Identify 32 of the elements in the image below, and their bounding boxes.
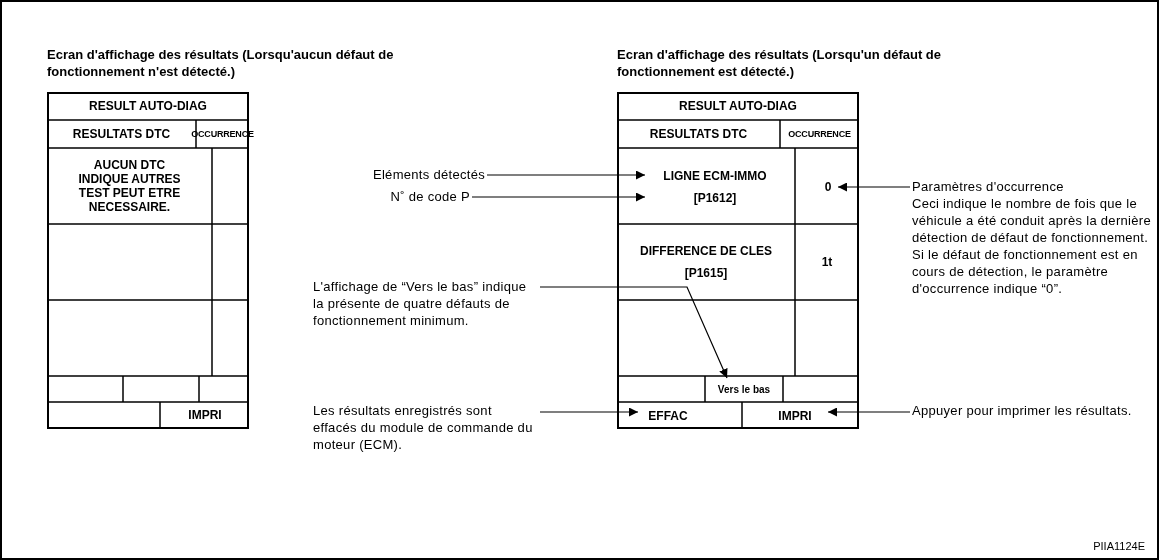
screen-text: 0	[824, 180, 832, 194]
leader-line	[827, 407, 911, 417]
screen-text: IMPRI	[188, 408, 222, 422]
callout-heading: Paramètres d'occurrence	[912, 178, 1065, 195]
screen-text: OCCURRENCE	[788, 128, 851, 141]
leader-line	[837, 182, 911, 192]
screen-text: RESULT AUTO-DIAG	[679, 99, 797, 113]
callout-text: N˚ de code P	[389, 188, 470, 205]
screen-text: DIFFERENCE DE CLES	[640, 244, 772, 258]
screen-text: [P1612]	[693, 191, 737, 205]
leader-line	[539, 407, 639, 417]
callout-text: Appuyer pour imprimer les résultats.	[912, 402, 1133, 419]
screen-title: Ecran d'affichage des résultats (Lorsqu'aucun défaut de fonctionnement n'est détecté.)	[47, 46, 395, 80]
leader-line	[471, 192, 646, 202]
callout-text: Eléments détectés	[371, 166, 485, 183]
screen-text: RESULTATS DTC	[649, 127, 748, 141]
screen-text: IMPRI	[778, 408, 812, 423]
screen-text: RESULT AUTO-DIAG	[89, 99, 207, 113]
leader-line	[486, 170, 646, 180]
screen-text: AUCUN DTC INDIQUE AUTRES TEST PEUT ETRE NECESSAIRE.	[77, 158, 182, 214]
figure-code: PIIA1124E	[1093, 540, 1145, 552]
callout-text: Les résultats enregistrés sont effacés du module de commande du moteur (ECM).	[313, 402, 534, 453]
leader-line	[539, 286, 728, 379]
screen-title: Ecran d'affichage des résultats (Lorsqu'un défaut de fonctionnement est détecté.)	[617, 46, 943, 80]
screen-text: Vers le bas	[717, 383, 771, 397]
callout-text: Ceci indique le nombre de fois que le véhicule a été conduit après la dernière détection de défaut de fonctionnement. Si le défaut de fonctionnement est en cours de détection, le paramètre d'occurrence indique “0”.	[912, 195, 1152, 297]
screen-text: RESULTATS DTC	[72, 127, 171, 141]
screen-text: LIGNE ECM-IMMO	[663, 169, 767, 183]
screen-text: 1t	[821, 255, 833, 269]
screen-text: EFFAC	[648, 408, 688, 423]
screen-text: [P1615]	[684, 266, 728, 280]
callout-text: L'affichage de “Vers le bas” indique la présente de quatre défauts de fonctionnement minimum.	[313, 278, 528, 329]
